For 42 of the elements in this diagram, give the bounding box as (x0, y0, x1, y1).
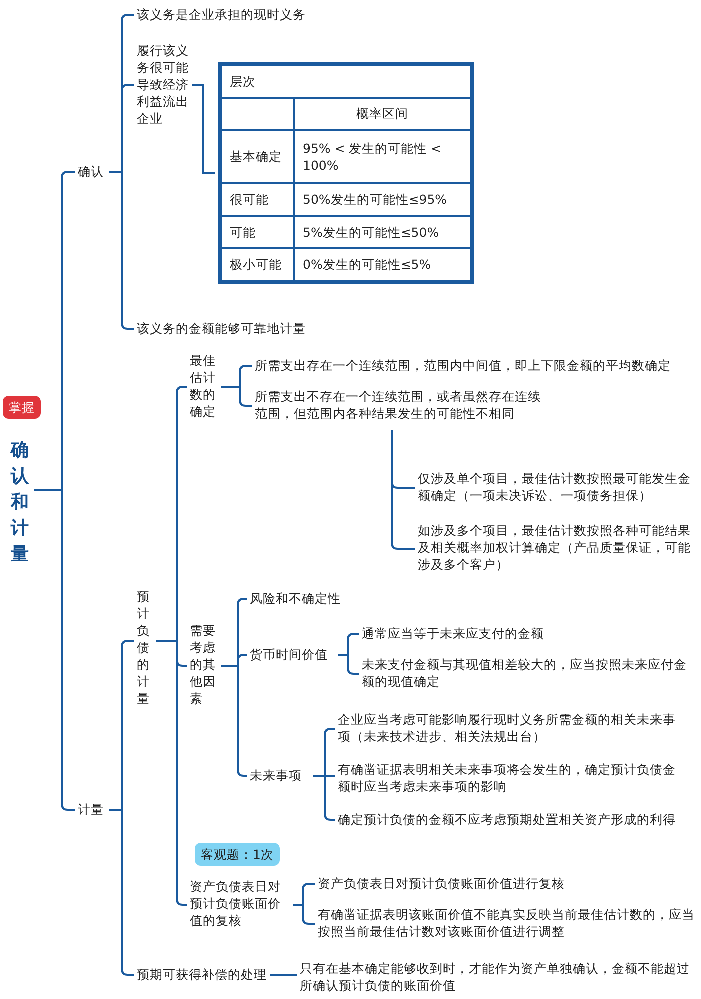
topic-text: 通常应当等于未来应支付的金额 (362, 625, 582, 642)
topic-text: 资产负债表日对预计负债账面价值进行复核 (318, 875, 588, 892)
topic-text: 未来事项 (250, 767, 310, 784)
topic-text: 货币时间价值 (250, 646, 335, 663)
topic-text: 未来支付金额与其现值相差较大的，应当按照未来应付金额的现值确定 (362, 656, 697, 690)
topic-text: 企业应当考虑可能影响履行现时义务所需金额的相关未来事项（未来技术进步、相关法规出台） (338, 711, 688, 745)
topic-text: 该义务是企业承担的现时义务 (137, 6, 337, 23)
topic-text: 预计负债的计量 (137, 588, 153, 707)
topic-text: 所需支出存在一个连续范围，范围内中间值，即上下限金额的平均数确定 (255, 357, 695, 374)
topic-text: 该义务的金额能够可靠地计量 (137, 320, 317, 337)
topic-text: 确定预计负债的金额不应考虑预期处置相关资产形成的利得 (338, 811, 688, 828)
topic-text: 只有在基本确定能够收到时，才能作为资产单独确认，金额不能超过所确认预计负债的账面价值 (300, 960, 690, 994)
table-cell: 极小可能 (221, 248, 294, 281)
topic-text: 计量 (78, 801, 106, 818)
connector-line (391, 430, 415, 550)
root-topic: 确认和计量 (9, 438, 31, 568)
probability-table (218, 62, 474, 284)
topic-text: 履行该义务很可能导致经济利益流出企业 (137, 42, 189, 127)
connector-line (192, 84, 215, 174)
table-cell: 可能 (221, 216, 294, 248)
table-cell: 50%发生的可能性≤95% (294, 183, 471, 216)
table-cell: 层次 (221, 65, 471, 98)
topic-text: 如涉及多个项目，最佳估计数按照各种可能结果及相关概率加权计算确定（产品质量保证，可能涉及多个客户） (418, 522, 696, 573)
connector-line (270, 974, 297, 976)
topic-text: 有确凿证据表明相关未来事项将会发生的，确定预计负债金额时应当考虑未来事项的影响 (338, 761, 688, 795)
topic-text: 预期可获得补偿的处理 (137, 966, 267, 983)
table-cell: 5%发生的可能性≤50% (294, 216, 471, 248)
topic-text: 仅涉及单个项目，最佳估计数按照最可能发生金额确定（一项未决诉讼、一项债务担保） (418, 470, 696, 504)
topic-text: 资产负债表日对预计负债账面价值的复核 (190, 878, 290, 929)
table-cell: 很可能 (221, 183, 294, 216)
table-cell: 基本确定 (221, 130, 294, 184)
topic-text: 所需支出不存在一个连续范围，或者虽然存在连续范围，但范围内各种结果发生的可能性不相同 (255, 388, 545, 422)
table-cell: 0%发生的可能性≤5% (294, 248, 471, 281)
topic-text: 最佳估计数的确定 (190, 352, 218, 420)
topic-text: 风险和不确定性 (250, 590, 350, 607)
topic-text: 确认 (78, 163, 106, 180)
topic-text: 有确凿证据表明该账面价值不能真实反映当前最佳估计数的，应当按照当前最佳估计数对该账面价值进行调整 (318, 906, 698, 940)
tag-badge: 掌握 (3, 396, 41, 419)
tag-badge: 客观题：1次 (195, 843, 280, 866)
topic-text: 需要考虑的其他因素 (190, 622, 218, 707)
table-cell: 95% < 发生的可能性 < 100% (294, 130, 471, 184)
table-cell: 概率区间 (294, 98, 471, 130)
